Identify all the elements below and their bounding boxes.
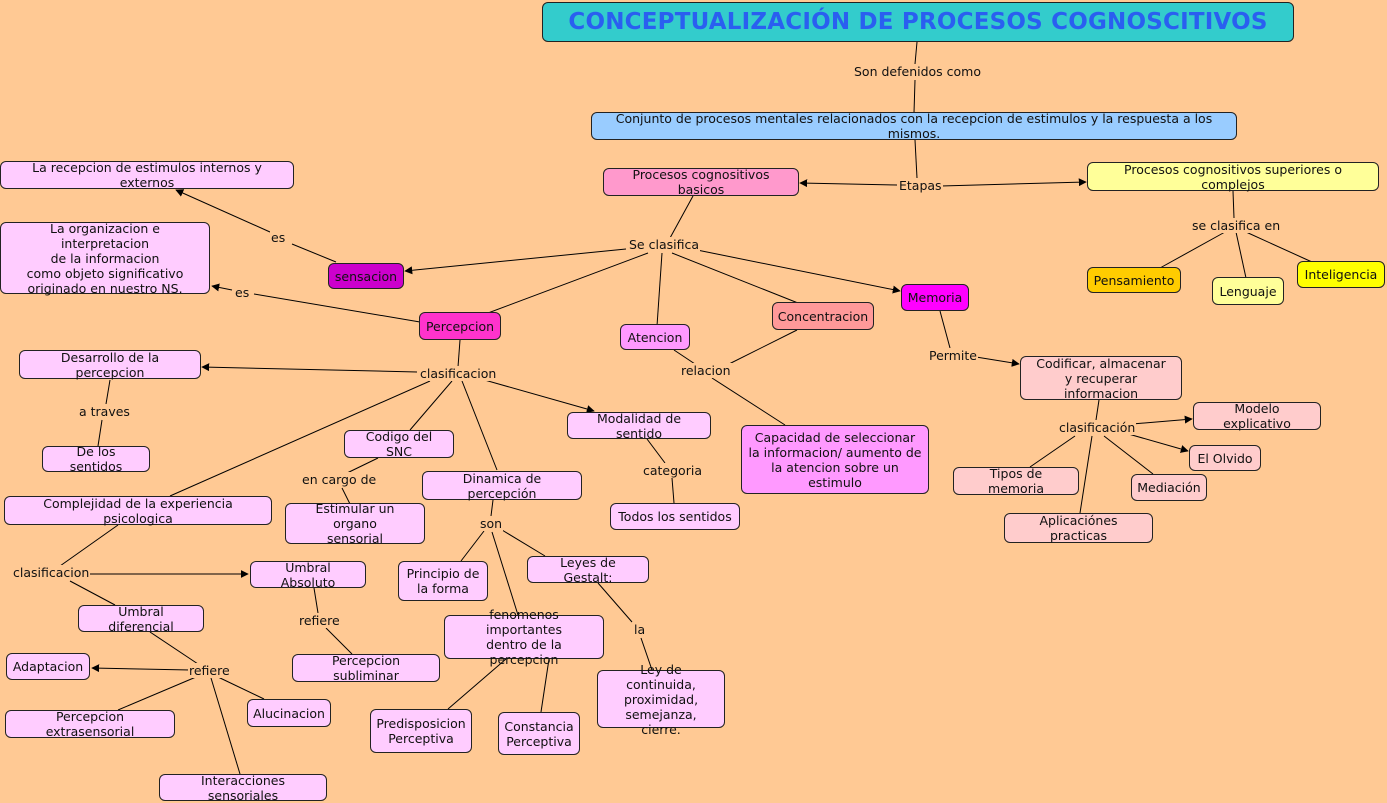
concentration-node[interactable]: Concentracion (772, 302, 874, 330)
form-principle-node[interactable]: Principio de la forma (398, 561, 488, 601)
attention-node[interactable]: Atencion (620, 324, 690, 350)
link-label-the: la (633, 622, 647, 637)
all-senses-node[interactable]: Todos los sentidos (610, 503, 740, 530)
forgetting-node[interactable]: El Olvido (1189, 445, 1261, 471)
mediation-node[interactable]: Mediación (1131, 474, 1207, 501)
memory-node[interactable]: Memoria (901, 284, 969, 311)
link-label-refers-1: refiere (298, 613, 341, 628)
memory-types-node[interactable]: Tipos de memoria (953, 466, 1079, 496)
language-node[interactable]: Lenguaje (1212, 277, 1284, 305)
gestalt-laws-node[interactable]: Leyes de Gestalt: (527, 555, 649, 585)
hallucination-node[interactable]: Alucinacion (247, 699, 331, 727)
basic-processes-node[interactable]: Procesos cognositivos basicos (603, 167, 799, 197)
sensory-interactions-node[interactable]: Interacciones sensoriales (159, 773, 327, 803)
adaptation-node[interactable]: Adaptacion (6, 653, 90, 680)
snc-code-node[interactable]: Codigo del SNC (344, 429, 454, 459)
link-label-classification-2: clasificación (1058, 420, 1137, 435)
differential-threshold-node[interactable]: Umbral diferencial (78, 604, 204, 634)
organization-node[interactable]: La organizacion e interpretacion de la i… (0, 221, 210, 296)
senses-node[interactable]: De los sentidos (42, 444, 150, 474)
link-label-defined-as: Son defenidos como (853, 64, 983, 79)
link-label-category: categoria (642, 463, 703, 478)
thinking-node[interactable]: Pensamiento (1087, 267, 1181, 293)
continuity-law-node[interactable]: Ley de continuida, proximidad, semejanza… (597, 662, 725, 737)
link-label-through: a traves (78, 404, 131, 419)
capacity-node[interactable]: Capacidad de seleccionar la informacion/… (741, 425, 929, 494)
link-label-is-1: es (270, 230, 287, 245)
link-label-refers-2: refiere (188, 663, 231, 678)
link-label-stages: Etapas (898, 178, 943, 193)
map-title: CONCEPTUALIZACIÓN DE PROCESOS COGNOSCITI… (542, 2, 1294, 42)
link-label-relation: relacion (680, 363, 732, 378)
sense-modality-node[interactable]: Modalidad de sentido (567, 411, 711, 441)
link-label-classified: Se clasifica (628, 237, 700, 252)
encode-node[interactable]: Codificar, almacenar y recuperar informa… (1020, 356, 1182, 401)
reception-node[interactable]: La recepcion de estimulos internos y ext… (0, 160, 294, 190)
definition-node[interactable]: Conjunto de procesos mentales relacionad… (591, 111, 1237, 141)
link-label-classification-3: clasificacion (12, 565, 91, 580)
subliminal-node[interactable]: Percepcion subliminar (292, 653, 440, 683)
absolute-threshold-node[interactable]: Umbral Absoluto (250, 560, 366, 590)
link-label-in-charge-of: en cargo de (301, 472, 378, 487)
complexity-node[interactable]: Complejidad de la experiencia psicologic… (4, 496, 272, 526)
link-label-are: son (479, 516, 504, 531)
explanatory-model-node[interactable]: Modelo explicativo (1193, 401, 1321, 431)
stimulate-node[interactable]: Estimular un organo sensorial (285, 501, 425, 546)
link-label-classification-1: clasificacion (419, 366, 498, 381)
link-label-is-2: es (234, 285, 251, 300)
extrasensory-node[interactable]: Percepcion extrasensorial (5, 709, 175, 739)
perception-dynamics-node[interactable]: Dinamica de percepción (422, 471, 582, 501)
link-label-allows: Permite (928, 348, 978, 363)
higher-processes-node[interactable]: Procesos cognositivos superiores o compl… (1087, 162, 1379, 192)
phenomena-node[interactable]: fenomenos importantes dentro de la perce… (444, 607, 604, 667)
perception-node[interactable]: Percepcion (419, 312, 501, 340)
sensation-node[interactable]: sensacion (328, 263, 404, 289)
predisposition-node[interactable]: Predisposicion Perceptiva (370, 709, 472, 753)
link-label-classified-in: se clasifica en (1191, 218, 1282, 233)
intelligence-node[interactable]: Inteligencia (1297, 261, 1385, 288)
development-node[interactable]: Desarrollo de la percepcion (19, 350, 201, 380)
constancy-node[interactable]: Constancia Perceptiva (498, 712, 580, 755)
practical-applications-node[interactable]: Aplicaciónes practicas (1004, 513, 1153, 543)
